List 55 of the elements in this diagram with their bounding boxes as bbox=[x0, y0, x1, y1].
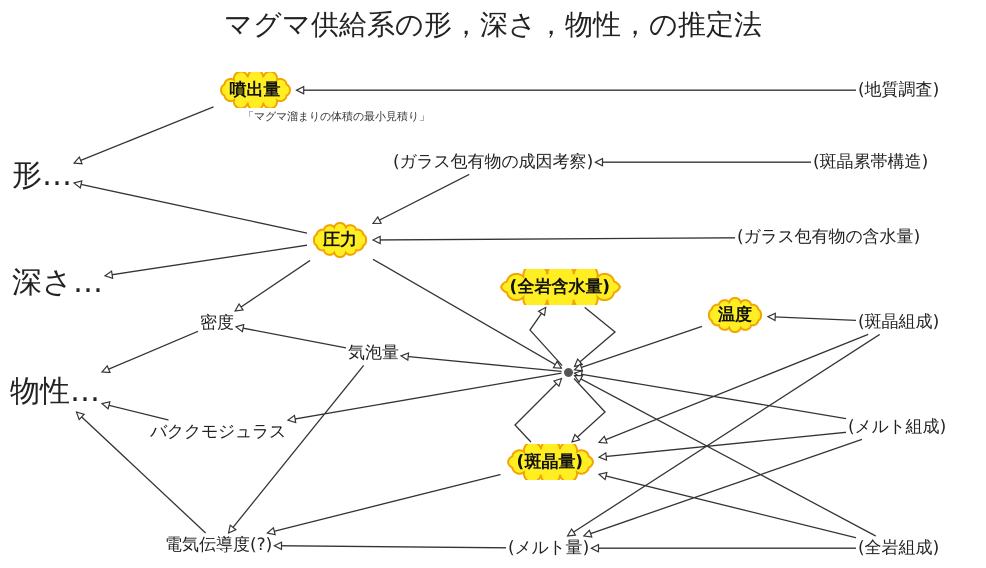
arrow bbox=[767, 312, 856, 322]
arrow bbox=[566, 334, 880, 537]
node-label: (メルト量) bbox=[508, 538, 590, 558]
node-label: (斑晶累帯構造) bbox=[813, 152, 928, 172]
arrow bbox=[234, 260, 310, 312]
node-label: (地質調査) bbox=[858, 80, 940, 100]
node-label: 噴出量 bbox=[230, 80, 280, 100]
arrow bbox=[400, 352, 562, 372]
arrow bbox=[594, 158, 811, 166]
arrow bbox=[529, 306, 563, 366]
node-caption: 「マグマ溜まりの体積の最小見積り」 bbox=[243, 109, 430, 124]
arrow bbox=[372, 258, 562, 369]
arrow bbox=[73, 106, 214, 164]
arrow bbox=[104, 244, 308, 279]
arrow bbox=[372, 236, 735, 244]
node-label: バククモジュラス bbox=[150, 422, 286, 442]
node-label: 深さ… bbox=[12, 265, 103, 301]
node-label: 物性… bbox=[10, 374, 100, 410]
node-label: (全岩組成) bbox=[858, 538, 940, 558]
arrow bbox=[574, 370, 846, 420]
arrow bbox=[235, 324, 346, 349]
node-label: (ガラス包有物の含水量) bbox=[737, 227, 920, 248]
arrow bbox=[583, 438, 862, 538]
node-label: (斑晶量) bbox=[516, 452, 584, 472]
junction-dot bbox=[564, 368, 572, 376]
arrow bbox=[266, 474, 501, 536]
arrow bbox=[574, 326, 702, 372]
arrow bbox=[598, 432, 846, 461]
node-label: 温度 bbox=[718, 305, 752, 325]
node-label: (ガラス包有物の成因考察) bbox=[393, 152, 594, 172]
arrow bbox=[73, 180, 308, 234]
arrow bbox=[372, 174, 470, 224]
arrow bbox=[296, 86, 856, 94]
arrow bbox=[76, 411, 206, 534]
arrow bbox=[274, 542, 506, 550]
node-label: (全岩含水量) bbox=[510, 277, 610, 297]
arrow bbox=[574, 306, 616, 368]
arrow bbox=[571, 378, 606, 443]
node-label: (メルト組成) bbox=[848, 417, 946, 438]
diagram-title: マグマ供給系の形，深さ，物性，の推定法 bbox=[224, 8, 762, 41]
arrow bbox=[598, 334, 868, 444]
node-label: 電気伝導度(?) bbox=[165, 535, 272, 556]
arrow bbox=[101, 401, 169, 421]
node-label: 気泡量 bbox=[348, 343, 399, 364]
arrow bbox=[598, 472, 856, 538]
arrow bbox=[228, 365, 364, 534]
node-label: 密度 bbox=[200, 313, 234, 334]
arrow bbox=[287, 372, 562, 424]
node-label: 圧力 bbox=[323, 230, 357, 250]
node-label: (斑晶組成) bbox=[858, 312, 940, 332]
arrow bbox=[101, 330, 198, 374]
node-label: 形… bbox=[12, 158, 72, 194]
arrow bbox=[590, 544, 856, 552]
arrow bbox=[574, 374, 876, 537]
arrow bbox=[514, 378, 562, 442]
